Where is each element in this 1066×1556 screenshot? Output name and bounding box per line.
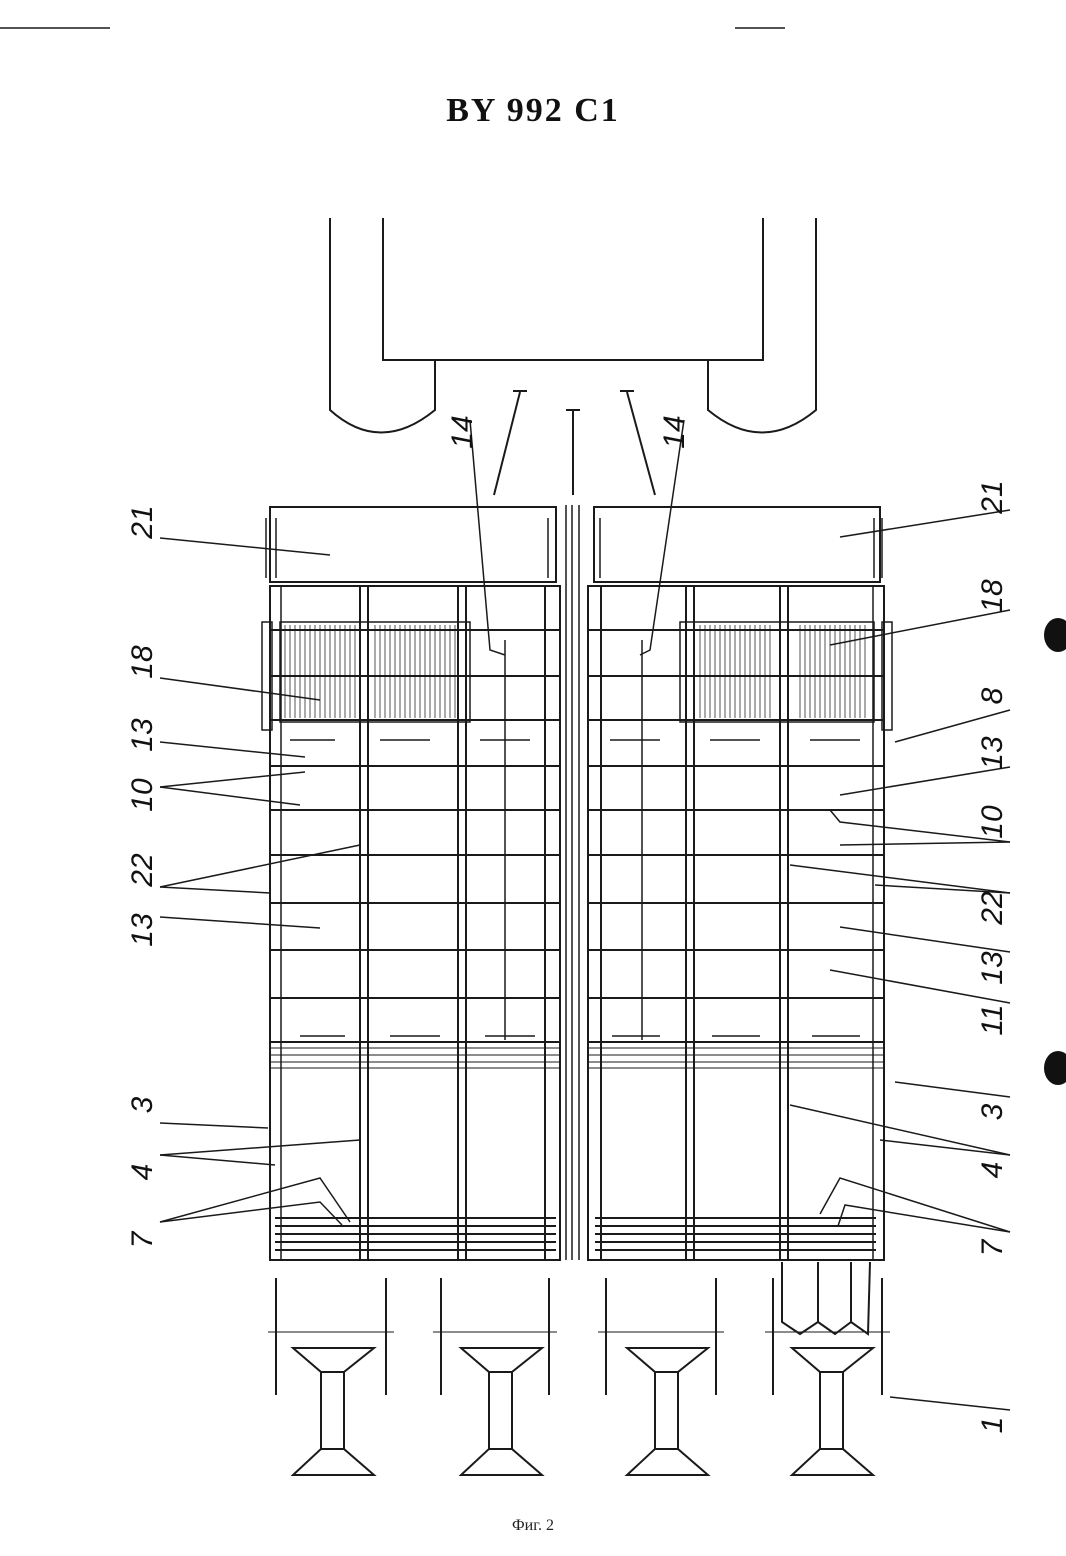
roller-assembly — [268, 1262, 890, 1475]
label-10-right: 10 — [976, 805, 1009, 839]
label-22-right: 22 — [976, 891, 1009, 926]
label-4-right: 4 — [976, 1162, 1009, 1179]
label-3-left: 3 — [126, 1096, 159, 1113]
label-14-left: 14 — [446, 415, 479, 448]
label-10-left: 10 — [126, 778, 159, 812]
label-14-right: 14 — [658, 415, 691, 448]
label-3-right: 3 — [976, 1103, 1009, 1120]
label-18-left: 18 — [126, 645, 159, 679]
label-7-left: 7 — [126, 1230, 159, 1248]
label-11-right: 11 — [976, 1004, 1009, 1035]
right-machine-module — [588, 507, 892, 1260]
figure-caption: Фиг. 2 — [0, 1517, 1066, 1535]
label-21-left: 21 — [126, 505, 159, 539]
label-21-right: 21 — [976, 480, 1009, 514]
left-machine-module — [262, 507, 560, 1260]
label-22-left: 22 — [126, 853, 159, 888]
punch-hole-mark — [1044, 618, 1066, 652]
label-13-right-lower: 13 — [976, 951, 1009, 985]
label-13-left: 13 — [126, 718, 159, 752]
label-13-right: 13 — [976, 736, 1009, 770]
label-18-right: 18 — [976, 579, 1009, 613]
label-7-right: 7 — [976, 1238, 1009, 1256]
punch-hole-mark — [1044, 1051, 1066, 1085]
label-8-right: 8 — [976, 687, 1009, 704]
label-1-right: 1 — [976, 1417, 1009, 1434]
tractor-outline — [330, 218, 816, 433]
label-13-left-lower: 13 — [126, 913, 159, 947]
label-4-left: 4 — [126, 1164, 159, 1181]
